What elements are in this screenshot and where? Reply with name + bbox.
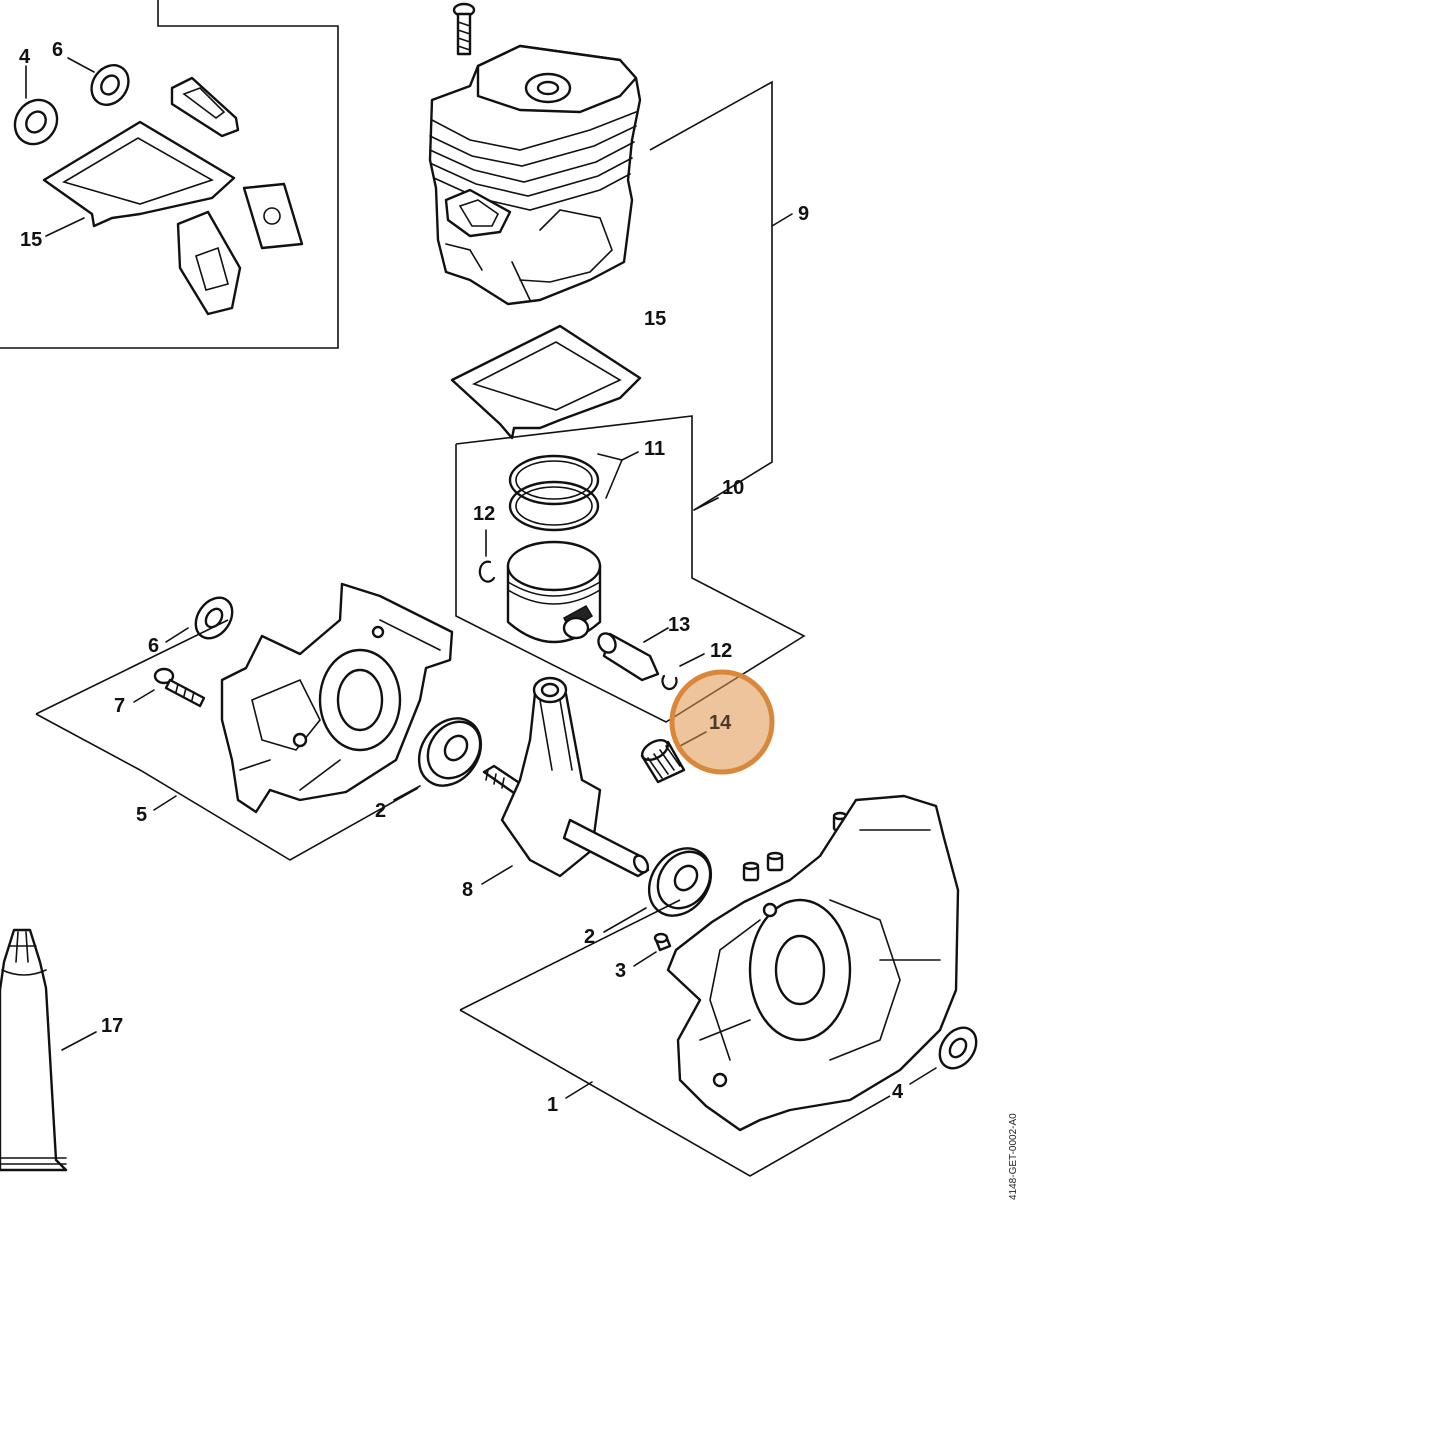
circlip-12-lower[interactable] (661, 653, 705, 691)
inset-cylinder-gasket-15[interactable] (42, 120, 236, 228)
inset-flange-gasket[interactable] (176, 210, 242, 316)
label-4: 4 (892, 1081, 904, 1103)
dowel-pin-upper-2[interactable] (766, 851, 784, 872)
piston-set-frame-10 (455, 80, 806, 723)
grease-tube-17[interactable] (0, 928, 97, 1172)
crankcase-half-1[interactable] (666, 794, 960, 1132)
label-inset-4: 4 (19, 46, 31, 68)
inset-oil-seal-4[interactable] (6, 92, 65, 153)
oil-seal-6[interactable] (165, 591, 240, 645)
label-inset-6: 6 (52, 39, 63, 61)
label-12-lower: 12 (710, 640, 732, 662)
cylinder-bolt[interactable] (452, 2, 476, 56)
crankcase-half-5[interactable] (220, 582, 454, 814)
label-inset-15: 15 (20, 229, 42, 251)
label-17: 17 (101, 1015, 123, 1037)
highlight-circle (669, 669, 775, 775)
label-2-upper: 2 (375, 800, 386, 822)
screw-7[interactable] (133, 667, 206, 708)
circlip-12-upper[interactable] (478, 529, 496, 583)
callout-labels: 4 6 15 9 15 11 10 12 13 12 6 7 5 2 8 2 3… (19, 39, 904, 1116)
crankcase-frame-1 (459, 899, 681, 1011)
highlight-marker[interactable]: 14 (669, 669, 775, 775)
inset-oil-seal-6[interactable] (84, 58, 136, 112)
needle-cage-14[interactable] (639, 731, 707, 784)
dowel-pin-upper-3[interactable] (742, 861, 760, 882)
label-9: 9 (798, 203, 809, 225)
label-10: 10 (722, 477, 744, 499)
dowel-pin-3[interactable] (633, 932, 672, 967)
label-8: 8 (462, 879, 473, 901)
crankshaft-8[interactable] (481, 676, 651, 885)
label-5: 5 (136, 804, 147, 826)
crankcase-frame-5b (35, 619, 229, 715)
piston-pin-13[interactable] (595, 627, 669, 682)
piston[interactable] (506, 540, 602, 644)
label-2-lower: 2 (584, 926, 595, 948)
label-11: 11 (644, 438, 665, 460)
drawing-reference: 4148-GET-0002-A0 (1008, 1113, 1019, 1200)
ball-bearing-2-lower[interactable] (603, 836, 724, 933)
crankcase-frame-1b (459, 1009, 891, 1177)
cylinder-9[interactable] (428, 2, 642, 306)
label-15: 15 (644, 308, 666, 330)
label-7: 7 (114, 695, 125, 717)
ball-bearing-2-upper[interactable] (393, 706, 494, 801)
inset-box (0, 0, 339, 349)
piston-rings-11[interactable] (508, 451, 639, 532)
label-14: 14 (709, 712, 732, 734)
label-12-upper: 12 (473, 503, 495, 525)
label-13: 13 (668, 614, 690, 636)
label-6: 6 (148, 635, 159, 657)
inset-intake-gasket[interactable] (242, 182, 304, 250)
label-1: 1 (547, 1094, 558, 1116)
cylinder-gasket-15[interactable] (450, 324, 642, 440)
label-3: 3 (615, 960, 626, 982)
crankcase-frame-5 (35, 713, 419, 861)
oil-seal-4[interactable] (909, 1021, 984, 1085)
inset-muffler-gasket[interactable] (170, 76, 240, 138)
